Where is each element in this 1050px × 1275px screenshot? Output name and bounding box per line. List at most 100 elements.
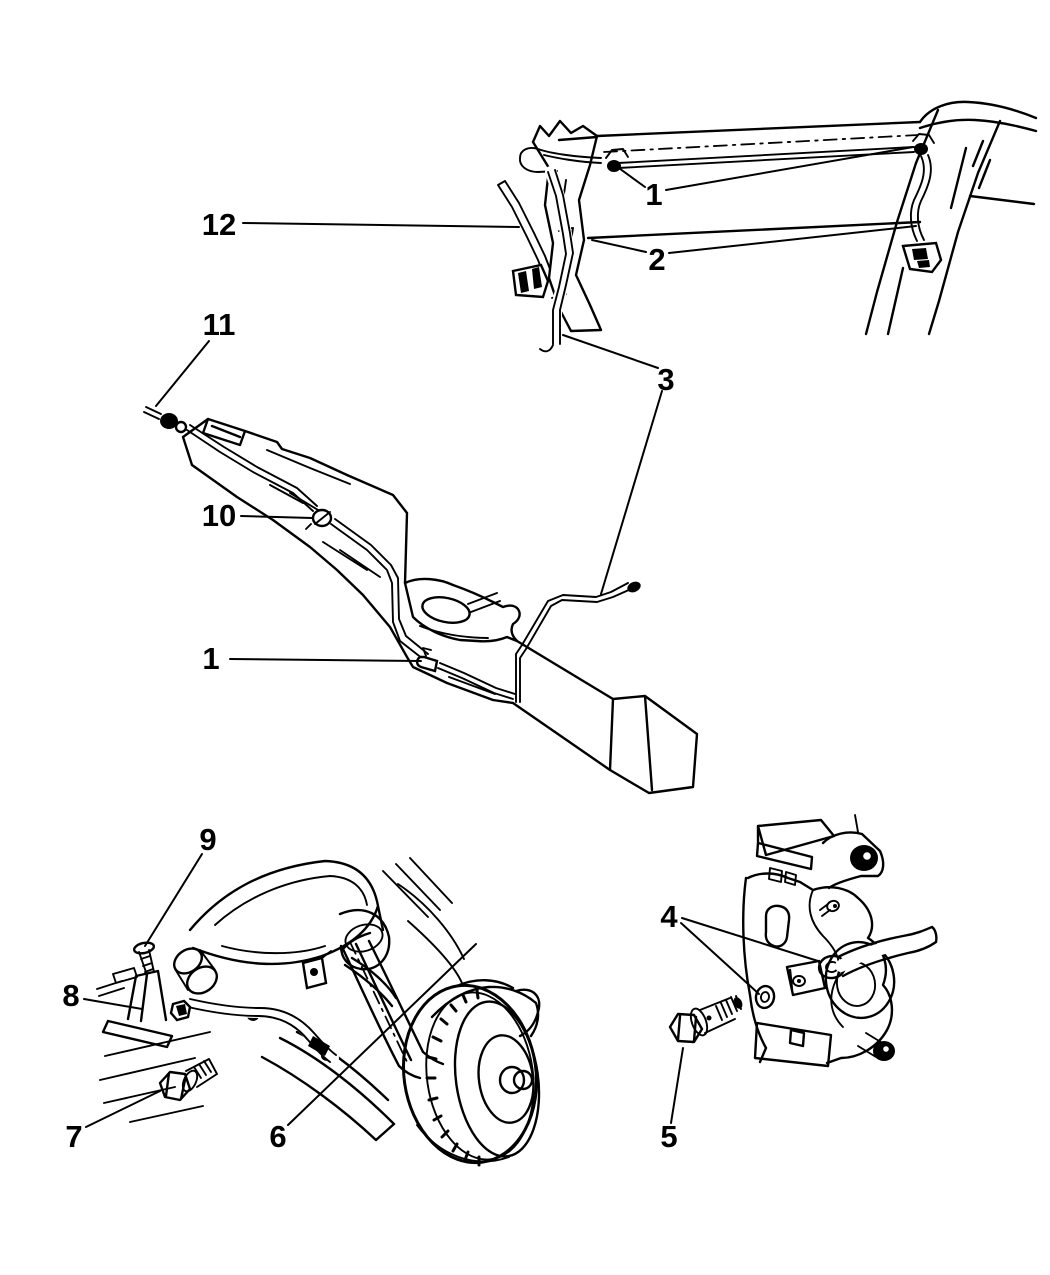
bleeder-screw-bottom bbox=[857, 1032, 895, 1061]
right-frame-rail-band bbox=[864, 108, 1002, 336]
balljoint-boot-bottom bbox=[185, 965, 219, 995]
leader-line bbox=[600, 390, 663, 595]
banjo-bore bbox=[792, 975, 806, 987]
hose-casing bbox=[545, 166, 575, 346]
clamp-bracket bbox=[605, 148, 629, 159]
callout-label: 4 bbox=[660, 899, 678, 934]
body-outline bbox=[742, 872, 894, 1065]
banjo-bore-dot bbox=[797, 979, 801, 983]
callout-4: 4 bbox=[660, 899, 819, 995]
piston-bore-outer bbox=[824, 940, 896, 1020]
beam-centerline bbox=[603, 134, 919, 153]
hose-lines bbox=[539, 169, 574, 353]
upper-control-arm bbox=[172, 859, 391, 995]
bolt-shank bbox=[185, 1058, 218, 1088]
balljoint-boot-top bbox=[172, 947, 204, 975]
suspension-knuckle-assembly bbox=[96, 857, 541, 1167]
copper-washer bbox=[754, 984, 776, 1010]
pin-shaft bbox=[138, 949, 155, 976]
leader-line bbox=[85, 1090, 161, 1128]
rotor-face bbox=[453, 1000, 541, 1158]
crossmember-beam-edges bbox=[557, 120, 1036, 240]
clip-slot bbox=[305, 511, 331, 530]
callout-label: 5 bbox=[660, 1119, 677, 1154]
frame-rail-assembly bbox=[143, 406, 699, 795]
leader-line bbox=[681, 917, 819, 962]
clamp-stub bbox=[321, 950, 332, 959]
wheel-well-hatching bbox=[382, 857, 465, 984]
callout-label: 8 bbox=[62, 978, 79, 1013]
hump-outline bbox=[403, 577, 521, 643]
leader-line bbox=[668, 225, 917, 254]
leader-line bbox=[144, 853, 203, 947]
box-outline bbox=[511, 639, 699, 795]
banjo-fitting-4 bbox=[754, 925, 939, 1010]
arm-ear bbox=[338, 909, 391, 971]
rotor-outer-rim bbox=[401, 983, 539, 1165]
pipe-clip-10 bbox=[305, 508, 333, 530]
guide-pin-bolt bbox=[819, 899, 840, 917]
clamp-blob bbox=[914, 143, 928, 155]
callout-2: 2 bbox=[591, 225, 917, 277]
leader-line bbox=[287, 943, 477, 1126]
leader-line bbox=[562, 334, 659, 369]
crossmember-hump bbox=[403, 577, 521, 643]
pin-dot bbox=[833, 904, 837, 908]
leader-line bbox=[611, 162, 646, 188]
leader-line bbox=[670, 1047, 684, 1124]
clamp-bolt bbox=[310, 968, 318, 976]
ground-hatching bbox=[99, 1031, 211, 1123]
leader-line bbox=[155, 340, 210, 407]
rail-outline bbox=[181, 417, 515, 705]
leader-line bbox=[680, 922, 760, 995]
left-pipe-hook bbox=[519, 147, 602, 173]
brake-hose-6 bbox=[169, 997, 339, 1064]
callout-5: 5 bbox=[660, 1047, 684, 1154]
bleeder-center bbox=[880, 1043, 892, 1055]
lower-hose-to-frame-3 bbox=[539, 166, 575, 353]
bleeder-screw-top bbox=[821, 814, 885, 890]
callout-1-crossmember: 1 bbox=[611, 146, 914, 212]
callout-label: 7 bbox=[65, 1119, 82, 1154]
pad-plate bbox=[755, 818, 836, 871]
washer-hole bbox=[760, 991, 770, 1003]
hose-casing bbox=[835, 928, 939, 972]
spindle-nub bbox=[512, 1069, 534, 1091]
bracket-tab bbox=[96, 967, 138, 997]
clip-body bbox=[415, 655, 439, 673]
retainer-pin-9 bbox=[132, 941, 156, 976]
callout-11: 11 bbox=[155, 307, 236, 407]
frame-rail-top-cap bbox=[918, 100, 1038, 133]
brake-pipe-pair bbox=[617, 146, 915, 169]
leader-line bbox=[665, 146, 914, 191]
callout-label: 1 bbox=[202, 641, 219, 676]
callout-6: 6 bbox=[269, 943, 477, 1154]
callout-9: 9 bbox=[144, 822, 217, 947]
clamp-blob bbox=[607, 160, 621, 172]
pad-tabs bbox=[768, 867, 797, 886]
callout-label: 11 bbox=[203, 307, 236, 342]
callout-label: 6 bbox=[269, 1119, 286, 1154]
bolt-shank bbox=[699, 995, 742, 1034]
pin-body bbox=[819, 903, 831, 917]
callouts: 1 2 3 4 5 6 7 8 bbox=[62, 146, 917, 1154]
hose-clip bbox=[308, 1036, 330, 1056]
arm-outline bbox=[188, 859, 385, 966]
connector-dark bbox=[518, 267, 542, 293]
caliper-hose bbox=[836, 925, 938, 978]
bolt-tip bbox=[733, 997, 743, 1009]
rail-brake-pipe bbox=[143, 406, 641, 703]
bleeder-stem bbox=[854, 814, 859, 833]
pipe-fitting-11 bbox=[143, 406, 162, 420]
leader-line bbox=[242, 222, 520, 228]
pipe-clip-1 bbox=[415, 647, 439, 673]
hose-connector bbox=[511, 263, 550, 299]
clip-hook bbox=[422, 647, 432, 657]
front-crossmember-assembly bbox=[497, 100, 1038, 353]
callout-10: 10 bbox=[202, 498, 313, 533]
bolt-flange bbox=[181, 1069, 199, 1093]
pin-head bbox=[132, 941, 156, 955]
callout-label: 2 bbox=[648, 242, 665, 277]
